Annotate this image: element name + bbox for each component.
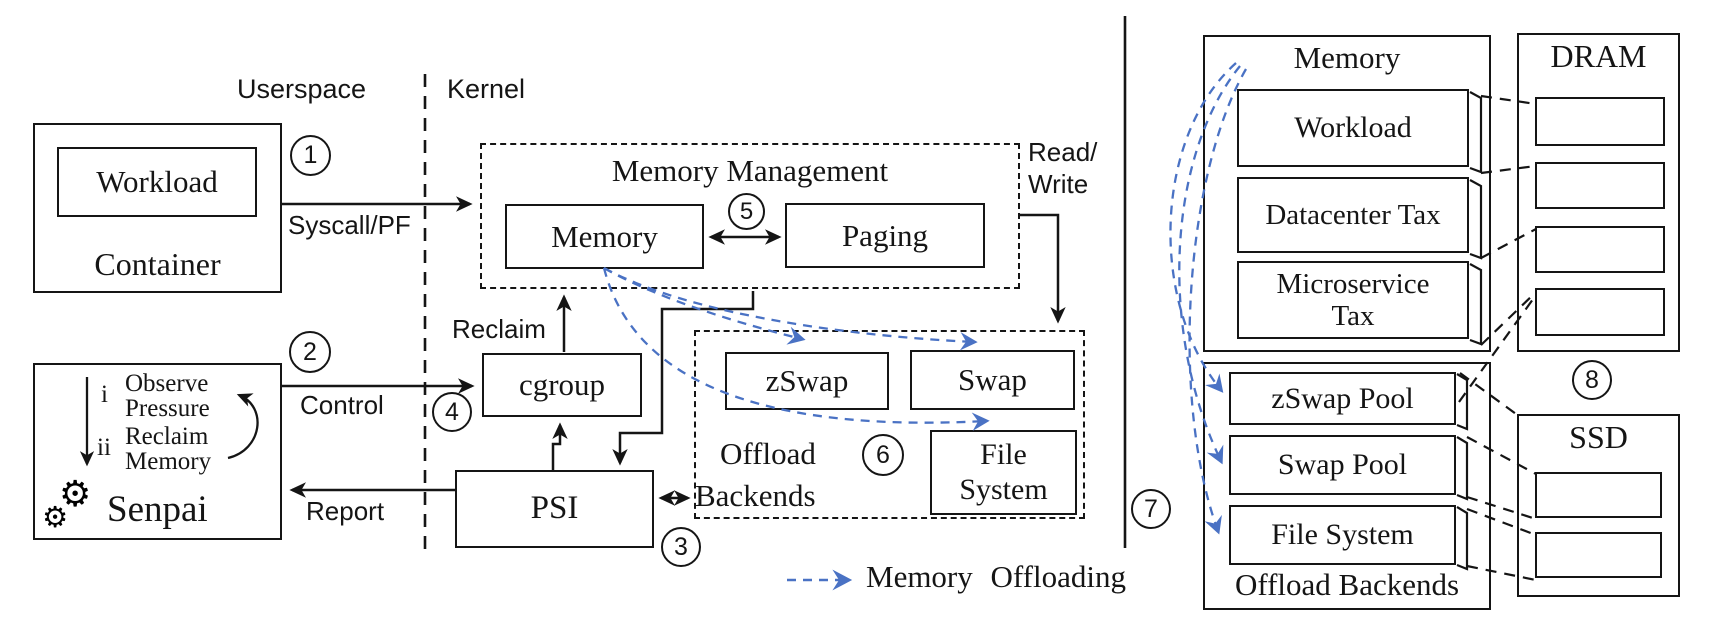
dram-slot <box>1535 97 1665 146</box>
dram-slot <box>1535 226 1665 273</box>
memory-management-title: Memory Management <box>611 153 889 188</box>
userspace-region-label: Userspace <box>237 74 367 104</box>
ssd-box: SSD <box>1517 414 1680 597</box>
step-8-badge: 8 <box>1572 360 1612 400</box>
container-label: Container <box>94 246 221 283</box>
step-2-badge: 2 <box>289 331 331 373</box>
senpai-step1-num: i <box>101 381 108 408</box>
cgroup-box: cgroup <box>482 353 642 417</box>
workload-label: Workload <box>96 164 218 200</box>
read-write-label-2: Write <box>1028 169 1089 199</box>
ssd-title: SSD <box>1569 419 1628 455</box>
paging-box: Paging <box>785 203 985 268</box>
gear-icon: ⚙ <box>59 474 92 515</box>
dram-box: DRAM <box>1517 33 1680 352</box>
file-system-box: File System <box>930 430 1077 515</box>
step-6-badge: 6 <box>862 434 904 476</box>
gear-icon-small: ⚙ <box>42 500 68 534</box>
zswap-pool-box: zSwap Pool <box>1229 372 1456 425</box>
syscall-label: Syscall/PF <box>288 210 411 240</box>
kernel-region-label: Kernel <box>447 74 526 104</box>
memory-box: Memory <box>505 204 704 269</box>
microservice-tax-segment: Microservice Tax <box>1237 261 1469 339</box>
step-7-badge: 7 <box>1131 489 1171 529</box>
right-offload-box: zSwap Pool Swap Pool File System Offload… <box>1203 362 1491 610</box>
senpai-box: i Observe Pressure ii Reclaim Memory ⚙ ⚙… <box>33 363 282 540</box>
container-box: Workload Container <box>33 123 282 293</box>
read-write-arrow <box>1020 213 1066 324</box>
backends-word: Backends <box>695 478 816 513</box>
step-1-badge: 1 <box>290 135 331 176</box>
swap-pool-box: Swap Pool <box>1229 435 1456 495</box>
report-label: Report <box>306 496 385 526</box>
ssd-slot <box>1535 532 1662 578</box>
dram-title: DRAM <box>1550 38 1647 74</box>
control-label: Control <box>300 390 384 420</box>
datacenter-tax-segment: Datacenter Tax <box>1237 177 1469 253</box>
ssd-slot <box>1535 472 1662 518</box>
workload-segment: Workload <box>1237 89 1469 167</box>
legend-label: Memory Offloading <box>866 559 1126 594</box>
senpai-step1-label: Observe Pressure <box>125 370 210 422</box>
zswap-box: zSwap <box>725 352 889 410</box>
dram-slot <box>1535 288 1665 336</box>
psi-to-cgroup-arrow <box>551 422 568 470</box>
reclaim-label: Reclaim <box>452 314 546 344</box>
step-4-badge: 4 <box>432 392 472 432</box>
file-system-pool-box: File System <box>1229 505 1456 565</box>
psi-box: PSI <box>455 470 654 548</box>
swap-box: Swap <box>910 350 1075 410</box>
right-memory-box: Memory Workload Datacenter Tax Microserv… <box>1203 35 1491 352</box>
right-offload-title: Offload Backends <box>1234 567 1460 603</box>
dram-slot <box>1535 162 1665 209</box>
senpai-label: Senpai <box>107 489 208 530</box>
offload-word: Offload <box>720 436 816 471</box>
step-3-badge: 3 <box>661 527 701 567</box>
read-write-label-1: Read/ <box>1028 137 1098 167</box>
step-5-badge: 5 <box>728 193 765 230</box>
senpai-step2-num: ii <box>97 434 111 461</box>
right-memory-title: Memory <box>1293 40 1401 75</box>
senpai-step2-label: Reclaim Memory <box>125 423 212 475</box>
workload-box: Workload <box>57 147 257 217</box>
